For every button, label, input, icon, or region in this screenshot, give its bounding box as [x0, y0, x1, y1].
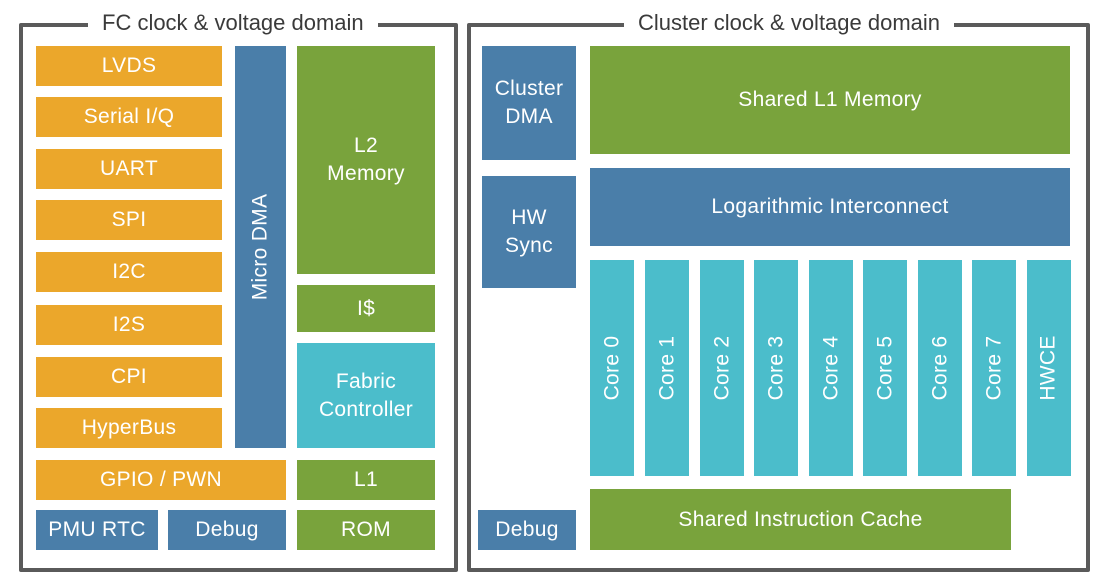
fc-domain-title: FC clock & voltage domain	[88, 10, 378, 36]
core-6-block: Core 6	[918, 260, 962, 476]
core-7-label: Core 7	[982, 335, 1005, 401]
core-4-label: Core 4	[819, 335, 842, 401]
cluster-debug-block: Debug	[478, 510, 576, 550]
fabric-controller-block: Fabric Controller	[297, 343, 435, 448]
core-4-block: Core 4	[809, 260, 853, 476]
serial-iq-block: Serial I/Q	[36, 97, 222, 137]
rom-block: ROM	[297, 510, 435, 550]
l2-memory-block: L2 Memory	[297, 46, 435, 274]
core-3-block: Core 3	[754, 260, 798, 476]
hwce-label: HWCE	[1037, 335, 1061, 401]
i2s-block: I2S	[36, 305, 222, 345]
pmu-rtc-block: PMU RTC	[36, 510, 158, 550]
shared-instruction-cache-block: Shared Instruction Cache	[590, 489, 1011, 550]
hw-sync-block: HW Sync	[482, 176, 576, 288]
logarithmic-interconnect-block: Logarithmic Interconnect	[590, 168, 1070, 246]
fc-debug-block: Debug	[168, 510, 286, 550]
core-2-label: Core 2	[710, 335, 733, 401]
hyperbus-block: HyperBus	[36, 408, 222, 448]
l1-block: L1	[297, 460, 435, 500]
icache-block: I$	[297, 285, 435, 332]
core-0-label: Core 0	[600, 335, 623, 401]
cluster-domain-title: Cluster clock & voltage domain	[624, 10, 955, 36]
micro-dma-label: Micro DMA	[248, 193, 272, 301]
core-3-label: Core 3	[764, 335, 787, 401]
micro-dma-block: Micro DMA	[235, 46, 286, 448]
core-1-block: Core 1	[645, 260, 689, 476]
core-5-block: Core 5	[863, 260, 907, 476]
cpi-block: CPI	[36, 357, 222, 397]
lvds-block: LVDS	[36, 46, 222, 86]
core-6-label: Core 6	[928, 335, 951, 401]
shared-l1-memory-block: Shared L1 Memory	[590, 46, 1070, 154]
hwce-block: HWCE	[1027, 260, 1071, 476]
core-7-block: Core 7	[972, 260, 1016, 476]
core-2-block: Core 2	[700, 260, 744, 476]
core-0-block: Core 0	[590, 260, 634, 476]
cluster-dma-block: Cluster DMA	[482, 46, 576, 160]
i2c-block: I2C	[36, 252, 222, 292]
core-5-label: Core 5	[873, 335, 896, 401]
uart-block: UART	[36, 149, 222, 189]
spi-block: SPI	[36, 200, 222, 240]
gpio-pwn-block: GPIO / PWN	[36, 460, 286, 500]
core-1-label: Core 1	[655, 335, 678, 401]
